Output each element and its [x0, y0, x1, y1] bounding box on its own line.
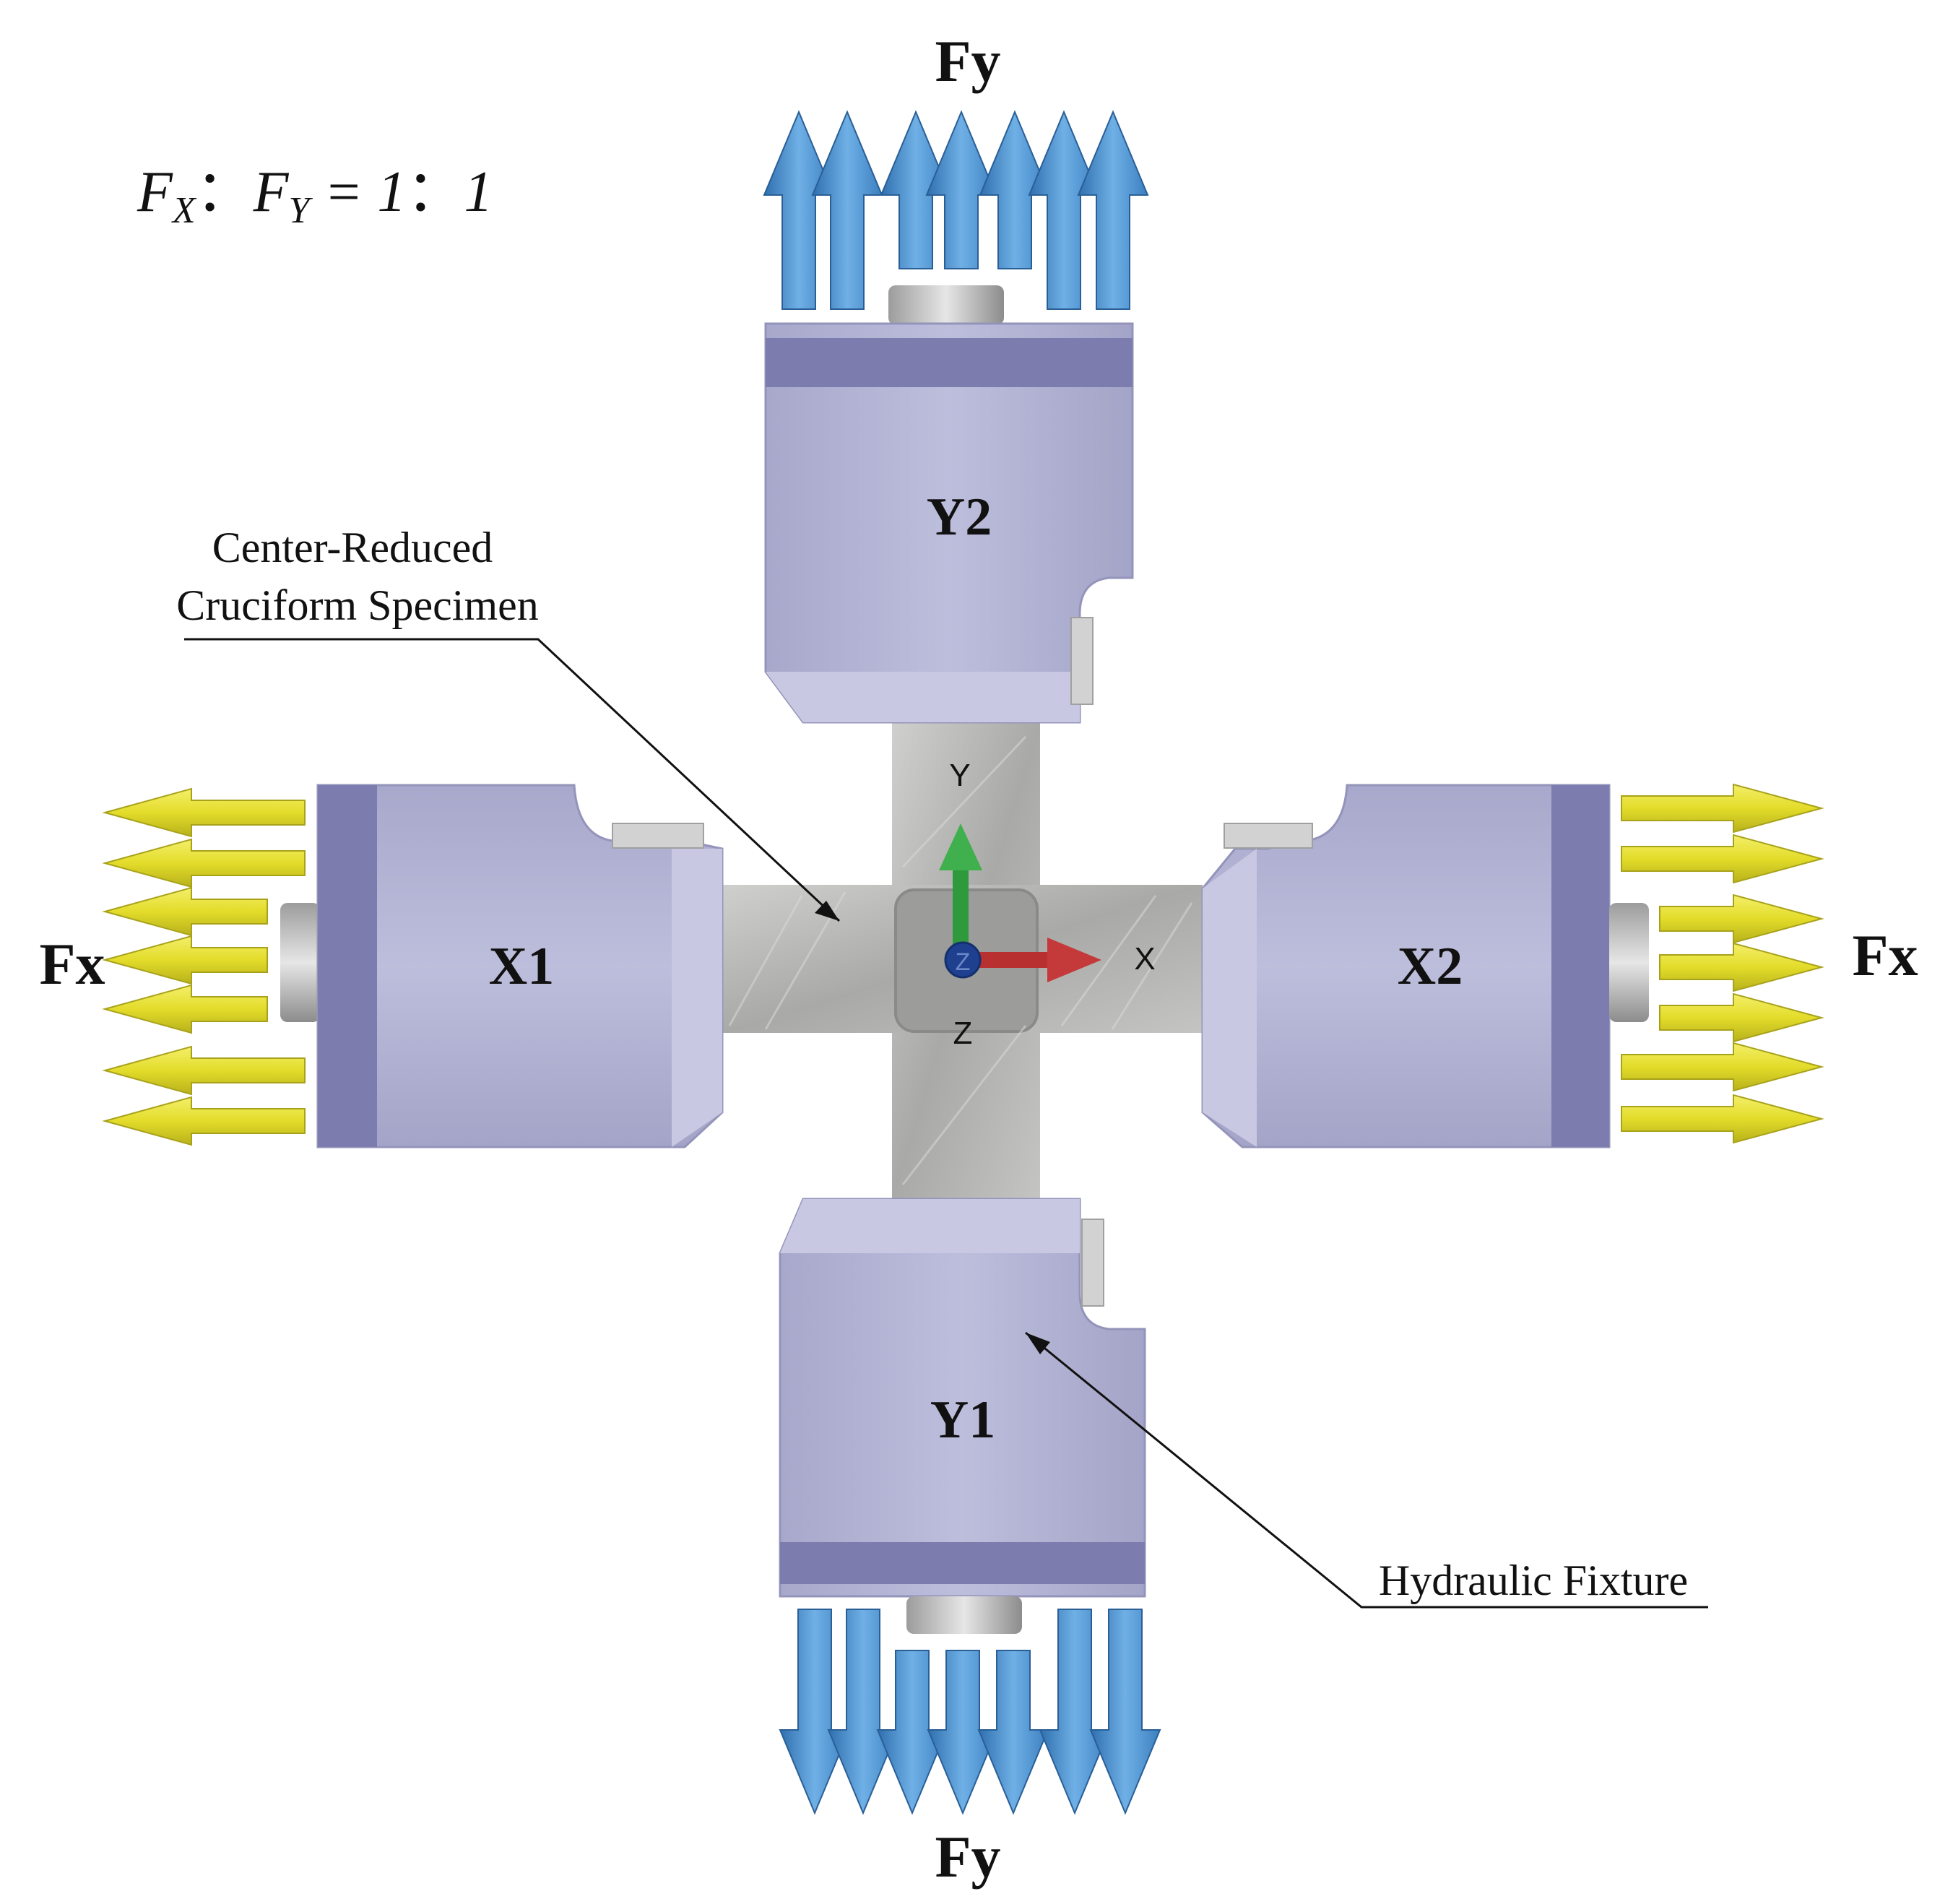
fixture-x1-chamfer — [672, 849, 722, 1147]
fixture-x1-label: X1 — [489, 937, 554, 996]
fx-right-label: Fx — [1852, 922, 1918, 988]
fixture-x1-band — [318, 785, 377, 1147]
fx-left-arrow-3 — [102, 886, 268, 937]
fixture-y1-pin — [906, 1596, 1022, 1634]
fy-bottom-arrow-3 — [876, 1650, 948, 1815]
fy-top-arrow-4 — [925, 110, 997, 269]
axis-y-label: Y — [949, 758, 970, 793]
fixture-x1-top-plate — [612, 823, 704, 849]
fixture-x2-pin — [1609, 903, 1649, 1022]
ratio-sub-y: Y — [289, 190, 313, 231]
fx-right-arrow-2 — [1621, 834, 1824, 884]
fy-arrows-bottom — [779, 1609, 1161, 1815]
fy-bottom-arrow-6 — [1039, 1609, 1111, 1815]
fy-top-arrow-2 — [811, 110, 883, 310]
fx-right-arrow-7 — [1621, 1094, 1824, 1144]
fixture-x2 — [1201, 784, 1649, 1148]
fy-bottom-arrow-4 — [927, 1650, 999, 1815]
fixture-x1 — [280, 784, 724, 1148]
ratio-colon-1: ： — [196, 160, 254, 224]
fx-left-arrow-2 — [102, 838, 306, 888]
fixture-y2-band — [766, 338, 1133, 387]
axis-x-label: X — [1134, 941, 1155, 977]
axis-y-shaft — [953, 863, 969, 957]
fx-right-arrow-3 — [1659, 893, 1824, 944]
fixture-y1-label: Y1 — [930, 1390, 995, 1450]
ratio-tail: 1 — [464, 160, 493, 224]
fy-top-arrow-5 — [979, 110, 1051, 269]
fixture-x2-label: X2 — [1398, 937, 1463, 996]
fx-arrows-right — [1621, 783, 1824, 1144]
fy-arrows-top — [763, 110, 1149, 310]
axis-z-dot — [944, 941, 982, 979]
coordinate-triad: Z Y X Z — [939, 758, 1156, 1051]
fixture-x2-top-plate — [1224, 823, 1313, 849]
fx-left-arrow-6 — [102, 1045, 306, 1096]
fy-top-arrow-6 — [1028, 110, 1100, 310]
callout-fixture: Hydraulic Fixture — [1025, 1331, 1708, 1609]
fy-bottom-arrow-1 — [779, 1609, 851, 1815]
callout-specimen-arrowhead — [815, 901, 839, 921]
fy-top-arrow-7 — [1077, 110, 1149, 310]
fx-arrows-left — [102, 787, 306, 1146]
fx-right-arrow-4 — [1659, 942, 1824, 992]
ratio-text: FX：FY = 1：1 — [137, 160, 493, 231]
fy-top-arrow-1 — [763, 110, 835, 310]
callout-specimen-line-1: Center-Reduced — [212, 524, 493, 571]
fx-right-arrow-5 — [1659, 992, 1824, 1043]
fx-left-arrow-5 — [102, 984, 268, 1034]
fixture-y1-side-plate — [1081, 1219, 1104, 1307]
fixture-y2-pin — [888, 285, 1004, 325]
fx-right-arrow-6 — [1621, 1042, 1824, 1092]
fixture-y1 — [779, 1198, 1146, 1634]
fy-bottom-label: Fy — [935, 1824, 1000, 1890]
fixture-x2-band — [1551, 785, 1609, 1147]
callout-specimen-line-2: Cruciform Specimen — [176, 581, 539, 629]
fixture-y2 — [764, 285, 1134, 724]
ratio-f1: F — [137, 160, 173, 224]
fy-bottom-arrow-7 — [1089, 1609, 1161, 1815]
ratio-sub-x: X — [171, 190, 197, 231]
fixture-y2-chamfer — [766, 672, 1080, 722]
fy-top-arrow-3 — [880, 110, 952, 269]
callout-fixture-label: Hydraulic Fixture — [1379, 1557, 1688, 1604]
axis-x-head — [1047, 938, 1101, 982]
ratio-equals: = 1 — [309, 160, 406, 224]
callout-specimen: Center-Reduced Cruciform Specimen — [176, 524, 841, 922]
fixture-y1-band — [780, 1542, 1145, 1584]
ratio-f2: F — [253, 160, 290, 224]
fx-left-arrow-4 — [102, 935, 268, 985]
fixture-y2-label: Y2 — [927, 488, 992, 547]
fy-bottom-arrow-5 — [977, 1650, 1049, 1815]
fixture-x2-chamfer — [1203, 849, 1257, 1147]
fixture-y1-chamfer — [780, 1199, 1080, 1253]
callout-fixture-arrowhead — [1026, 1333, 1050, 1354]
axis-x-shaft — [968, 952, 1051, 968]
fixture-y1-body — [779, 1198, 1146, 1598]
axis-y-head — [939, 823, 982, 870]
fx-left-arrow-1 — [102, 787, 306, 838]
fixture-x1-pin — [280, 903, 320, 1022]
fx-right-arrow-1 — [1621, 783, 1824, 834]
axis-z-label: Z — [953, 1016, 973, 1051]
fy-top-label: Fy — [935, 28, 1000, 94]
callout-specimen-leader — [184, 638, 841, 922]
callout-fixture-leader — [1025, 1331, 1708, 1609]
fx-left-arrow-7 — [102, 1096, 306, 1146]
fixture-y2-side-plate — [1070, 617, 1094, 705]
ratio-colon-2: ： — [406, 160, 464, 224]
fy-bottom-arrow-2 — [827, 1609, 899, 1815]
axis-z-small-label: Z — [956, 948, 971, 976]
fx-left-label: Fx — [39, 931, 105, 997]
